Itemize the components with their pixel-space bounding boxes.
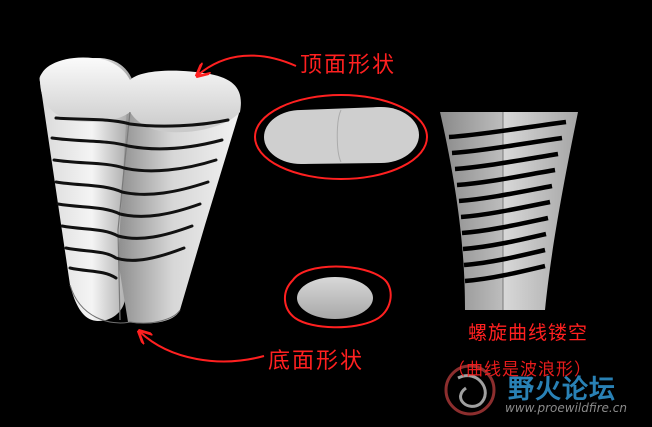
bottom-shape-label: 底面形状	[268, 349, 365, 374]
watermark-title: 野火论坛	[508, 375, 617, 405]
bottom-face-shape	[297, 277, 373, 319]
top-shape-label: 顶面形状	[300, 53, 397, 78]
spiral-groove-lines	[50, 116, 230, 280]
curve-note-label: （曲线是波浪形）	[448, 360, 592, 380]
arrow-top-label-to-vase	[198, 54, 297, 75]
bottom-shape-highlight-circle	[284, 265, 392, 329]
watermark-url: www.proewildfire.cn	[505, 401, 627, 415]
top-shape-highlight-circle	[254, 94, 428, 180]
side-view-model	[440, 112, 578, 310]
forum-logo-icon	[444, 364, 496, 416]
top-face-shape	[264, 107, 419, 164]
spiral-hollow-label: 螺旋曲线镂空	[468, 322, 589, 344]
arrow-bottom-label-to-vase	[140, 332, 265, 363]
spiral-vase-3d-model	[39, 57, 241, 324]
spiral-slot-bands	[448, 119, 567, 284]
